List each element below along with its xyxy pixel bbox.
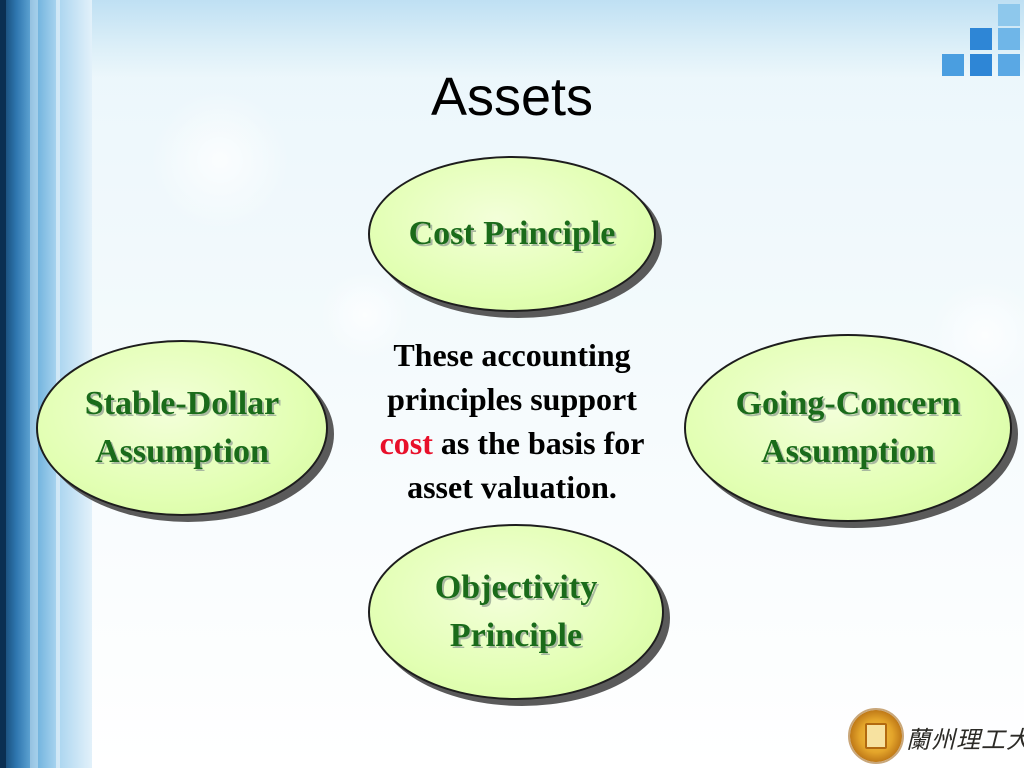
center-line-4: asset valuation. (407, 469, 617, 505)
node-label-line1: Stable-Dollar (84, 385, 280, 422)
decorative-square (998, 4, 1020, 26)
left-stripe-light (30, 0, 38, 768)
node-label-line2: Assumption (761, 433, 935, 470)
node-cost-principle: Cost Principle (368, 156, 662, 318)
node-label-line1: Going-Concern (735, 385, 961, 422)
node-label: Cost Principle (408, 215, 616, 252)
node-label-line1: Objectivity (434, 569, 598, 606)
center-line-3: as the basis for (432, 425, 645, 461)
center-line-1: These accounting (393, 337, 631, 373)
node-label-line2: Principle (449, 617, 583, 654)
decorative-square (970, 28, 992, 50)
highlight-word-cost: cost (379, 425, 433, 461)
university-logo-text: 蘭州理工大學 (906, 728, 1024, 754)
slide-title: Assets (430, 67, 594, 127)
decorative-square (970, 54, 992, 76)
top-decorative-band (92, 0, 1024, 78)
decorative-square (998, 54, 1020, 76)
university-seal-icon (848, 708, 904, 764)
center-line-2: principles support (387, 381, 637, 417)
node-oval: Cost Principle (368, 156, 656, 312)
background-circle-decoration (320, 270, 410, 360)
left-stripe-dark (0, 0, 6, 768)
decorative-square (998, 28, 1020, 50)
node-label-line2: Assumption (95, 433, 269, 470)
seal-building-icon (865, 723, 887, 749)
decorative-square (942, 54, 964, 76)
background-circle-decoration (150, 90, 290, 230)
center-description: These accounting principles support cost… (352, 333, 672, 509)
